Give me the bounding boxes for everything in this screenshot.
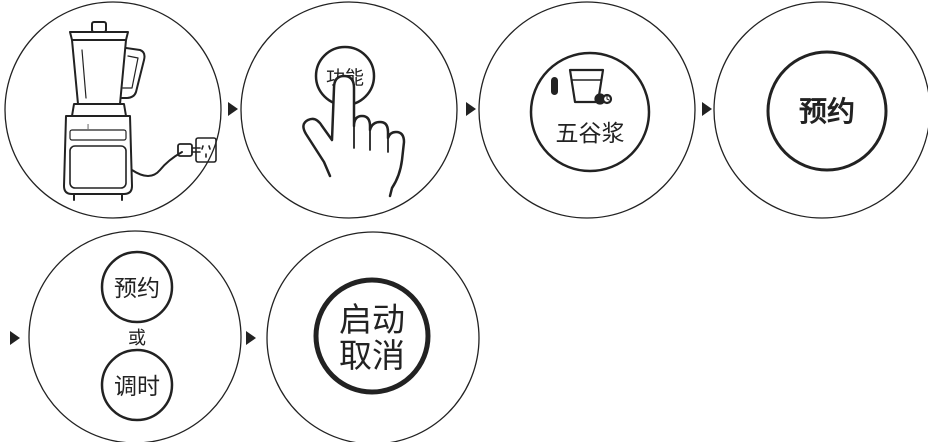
- step-3-mode-panel: 五谷浆: [478, 1, 696, 219]
- svg-text:I: I: [87, 123, 89, 131]
- step-5-reserve-or-time-panel: 预约 或 调时: [28, 230, 242, 442]
- indicator-light-icon: [551, 77, 558, 95]
- step-4-reserve-panel: 预约: [713, 1, 928, 219]
- time-adjust-button[interactable]: [100, 348, 174, 422]
- step-arrow-3: [702, 102, 712, 116]
- step-2-function-panel: 功能: [240, 1, 458, 219]
- mode-indicator-ring: [529, 51, 651, 173]
- cancel-label: 取消: [339, 336, 405, 375]
- mode-label: 五谷浆: [556, 121, 625, 147]
- step-3-circle: [478, 1, 696, 219]
- blender-icon: I: [63, 21, 217, 201]
- step-6-start-cancel-panel: 启动 取消: [266, 231, 480, 442]
- pointing-hand-icon: [302, 74, 406, 198]
- start-cancel-button[interactable]: [313, 277, 431, 395]
- reserve-button-label: 预约: [799, 95, 855, 128]
- step-6-circle: [266, 231, 480, 442]
- start-label: 启动: [339, 300, 405, 339]
- step-1-circle: [4, 1, 222, 219]
- step-5-circle: [28, 230, 242, 442]
- step-arrow-2: [466, 102, 476, 116]
- reserve-button[interactable]: [766, 50, 888, 172]
- step-2-circle: [240, 1, 458, 219]
- step-4-circle: [713, 1, 928, 219]
- step-1-blender-panel: I: [4, 1, 222, 219]
- or-connector: 或: [128, 328, 146, 349]
- time-adjust-label: 调时: [114, 374, 160, 400]
- cup-icon: [568, 68, 613, 105]
- step-arrow-4: [10, 331, 20, 345]
- reserve-button-small[interactable]: [100, 250, 174, 324]
- step-arrow-5: [246, 331, 256, 345]
- step-arrow-1: [228, 102, 238, 116]
- reserve-small-label: 预约: [114, 276, 160, 302]
